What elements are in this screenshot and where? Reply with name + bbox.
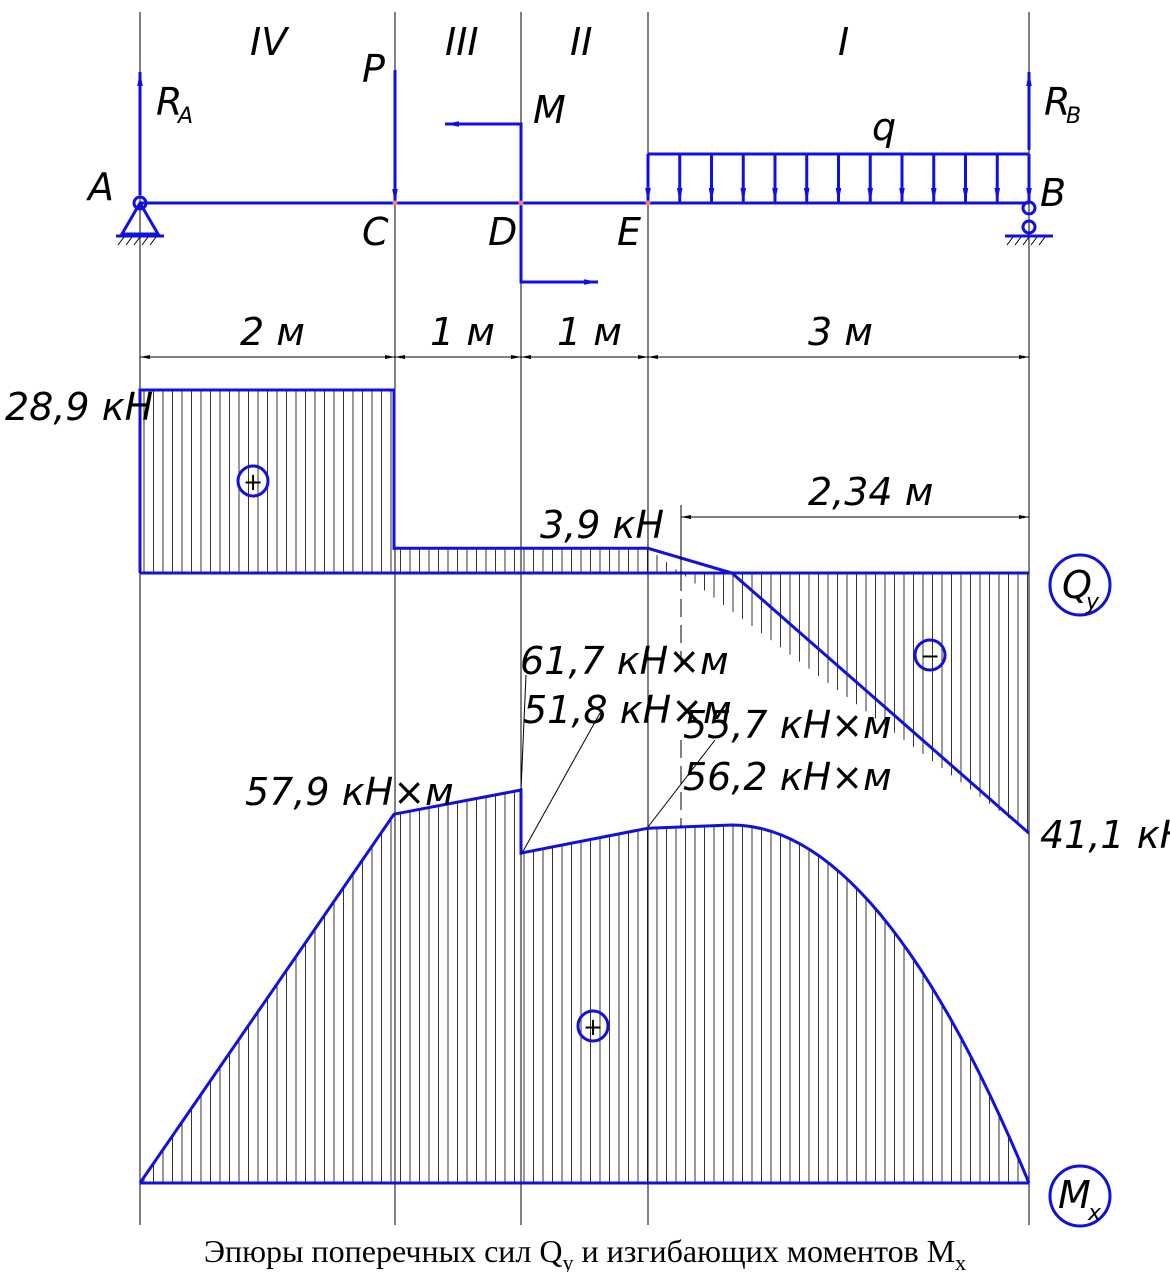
- point-label-b: B: [1040, 171, 1066, 215]
- shear-hatching: [143, 390, 1028, 833]
- reaction-a-sub: A: [176, 104, 193, 129]
- shear-min-label: 41,1 кН: [1040, 813, 1170, 857]
- shear-max-label: 28,9 кН: [5, 385, 153, 429]
- moment-m-top-arrow: [445, 121, 523, 203]
- diagram-caption: Эпюры поперечных сил Qy и изгибающих мом…: [204, 1233, 966, 1272]
- moment-m-label: M: [533, 88, 566, 132]
- shear-symbol-sub: y: [1085, 590, 1100, 615]
- moment-max-label: 56,2 кН×м: [683, 755, 892, 799]
- point-label-d: D: [488, 210, 517, 254]
- beam-scheme: [116, 70, 1053, 285]
- moment-c-label: 57,9 кН×м: [245, 770, 454, 814]
- moment-e-label: 55,7 кН×м: [683, 703, 892, 747]
- moment-m-bottom-arrow: [519, 203, 598, 285]
- shear-plus-circle: [236, 464, 270, 498]
- zero-distance-label: 2,34 м: [808, 470, 933, 514]
- dim-label-1: 2 м: [240, 310, 305, 354]
- moment-plus-sign: +: [583, 1013, 603, 1041]
- dimension-line: 2 м 1 м 1 м 3 м: [140, 310, 1029, 359]
- moment-d-left-label: 61,7 кН×м: [520, 639, 729, 683]
- moment-outline: [138, 788, 1031, 1184]
- moment-symbol-sub: x: [1087, 1201, 1102, 1226]
- shear-outline: [138, 388, 1030, 835]
- moment-diagram: 57,9 кН×м 61,7 кН×м 51,8 кН×м 55,7 кН×м …: [138, 639, 1112, 1228]
- section-label-i: I: [838, 20, 849, 64]
- section-label-iii: III: [445, 20, 479, 64]
- point-label-e: E: [617, 210, 641, 254]
- shear-diagram: 2,34 м 28,9 кН 3,9 кН 41,1 кН + − Q y: [5, 385, 1170, 857]
- shear-minus-circle: [913, 638, 947, 672]
- reaction-b-label: R: [1044, 80, 1070, 124]
- section-label-ii: II: [570, 20, 592, 64]
- reaction-a-label: R: [156, 80, 182, 124]
- scheme-labels: A C D E B R A R B P M q: [85, 47, 1081, 254]
- shear-mid-label: 3,9 кН: [540, 503, 664, 547]
- moment-hatching: [143, 791, 1028, 1183]
- force-p-label: P: [362, 47, 385, 91]
- dim-label-3: 1 м: [557, 310, 622, 354]
- point-label-c: C: [362, 210, 389, 254]
- moment-symbol-circle: [1048, 1164, 1112, 1228]
- moment-symbol: M: [1058, 1173, 1091, 1217]
- reaction-b-sub: B: [1066, 104, 1081, 129]
- dim-label-2: 1 м: [430, 310, 495, 354]
- guide-lines: [139, 12, 1030, 1225]
- shear-symbol-circle: [1048, 553, 1112, 617]
- point-label-a: A: [85, 165, 114, 209]
- dim-label-4: 3 м: [808, 310, 873, 354]
- roller-support-b: [1005, 200, 1053, 246]
- section-label-iv: IV: [250, 20, 290, 64]
- shear-plus-sign: +: [243, 468, 263, 496]
- distributed-load-q: [645, 152, 1032, 202]
- pin-support-a: [116, 195, 164, 246]
- section-labels: IV III II I: [250, 20, 849, 64]
- moment-d-right-label: 51,8 кН×м: [523, 688, 732, 732]
- shear-symbol: Q: [1062, 563, 1092, 607]
- load-q-label: q: [872, 105, 896, 149]
- moment-plus-circle: [576, 1009, 610, 1043]
- shear-minus-sign: −: [920, 642, 940, 670]
